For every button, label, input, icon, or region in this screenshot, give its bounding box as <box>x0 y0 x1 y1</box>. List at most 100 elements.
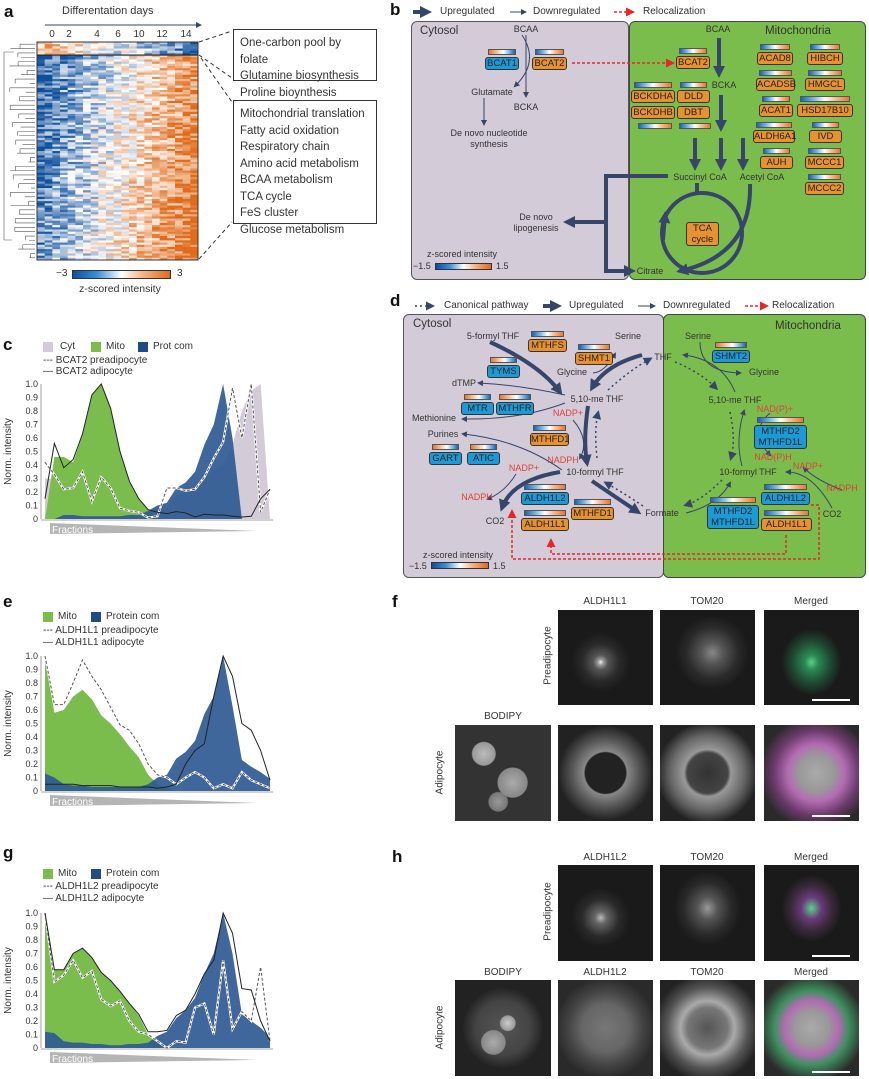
cofactor: NADP+ <box>508 463 540 473</box>
y-tick-label: 0.3 <box>25 474 38 484</box>
y-tick-label: 0.6 <box>25 433 38 443</box>
gene-dld: DLD <box>677 82 710 103</box>
channel-header: ALDH1L2 <box>583 967 627 978</box>
term: Respiratory chain <box>240 141 330 153</box>
legend-label: Mito <box>58 868 77 879</box>
channel-header: TOM20 <box>690 852 724 863</box>
metabolite-citrate: Citrate <box>636 266 664 276</box>
y-tick-label: 1.0 <box>25 908 38 918</box>
term: Glucose metabolism <box>240 223 345 236</box>
colorbar-label: z-scored intensity <box>79 283 161 295</box>
term: Fatty acid oxidation <box>240 124 340 137</box>
cofactor: NAD(P)+ <box>756 404 794 414</box>
colorbar <box>435 263 492 270</box>
term: FeS cluster <box>240 207 299 219</box>
micrograph-bodipy-adipocyte <box>455 725 551 821</box>
micrograph-aldh1l2-adipocyte <box>558 980 653 1076</box>
cofactor: NAD(P)H <box>754 452 792 462</box>
legend-swatch-mito <box>91 342 101 352</box>
y-tick-label: 0 <box>33 514 38 524</box>
micrograph-tom20-adipocyte <box>660 980 755 1076</box>
gene-bcat1: BCAT1 <box>485 49 519 70</box>
legend-label: Protein com <box>106 868 160 879</box>
gene-shmt2: SHMT2 <box>712 342 750 363</box>
panel-label-e: e <box>3 592 13 611</box>
channel-header: ALDH1L1 <box>583 596 627 607</box>
row-label-adipocyte: Adipocyte <box>434 750 446 795</box>
legend-canonical: Canonical pathway <box>444 300 529 311</box>
channel-header: Merged <box>794 596 828 607</box>
metabolite: Glycine <box>556 367 588 377</box>
gene-aldh1l2-cytosol: ALDH1L2 <box>521 484 569 505</box>
row-label-preadipocyte: Preadipocyte <box>542 626 554 685</box>
colorbar-min: −1.5 <box>413 261 431 271</box>
y-tick-label: 0.2 <box>25 759 38 769</box>
legend-swatch-mito <box>43 612 53 622</box>
gene-atic: ATIC <box>467 444 500 465</box>
y-tick-label: 0.8 <box>25 935 38 945</box>
heatmap-cells <box>37 42 199 261</box>
panel-label-b: b <box>390 0 401 19</box>
y-tick-label: 0.6 <box>25 705 38 715</box>
channel-header: Merged <box>794 967 828 978</box>
micrograph-bodipy-adipocyte <box>455 980 551 1076</box>
top-cluster-term-box: One-carbon pool by folate Glutamine bios… <box>233 29 377 99</box>
gene-mccc2: MCCC2 <box>805 174 844 195</box>
micrograph-tom20-preadipocyte <box>660 610 755 705</box>
term: Glutamine biosynthesis <box>240 70 359 82</box>
colorbar-label: z-scored intensity <box>423 550 494 560</box>
y-axis-label: Norm. intensity <box>3 418 14 485</box>
metabolite: Glycine <box>748 367 780 377</box>
metabolite: Serine <box>684 331 712 341</box>
micrograph-tom20-preadipocyte <box>660 865 755 961</box>
panel-label-a: a <box>4 2 14 21</box>
metabolite: 5-formyl THF <box>466 331 520 341</box>
cytosol-label: Cytosol <box>420 25 459 37</box>
y-tick-label: 0.9 <box>25 665 38 675</box>
cofactor: NADPH <box>826 483 858 493</box>
metabolite: Formate <box>645 508 679 518</box>
heatmap-colorbar <box>72 270 171 279</box>
legend-dashed: --- BCAT2 preadipocyte <box>43 355 148 366</box>
channel-header: ALDH1L2 <box>583 852 627 863</box>
legend-downregulated: Downregulated <box>663 300 731 311</box>
cofactor: NADPH <box>547 455 579 465</box>
y-tick-label: 0.9 <box>25 922 38 932</box>
metabolite: Purines <box>427 429 459 439</box>
y-tick-label: 0.7 <box>25 420 38 430</box>
y-tick-label: 1.0 <box>25 379 38 389</box>
y-tick-label: 0.7 <box>25 949 38 959</box>
metabolite-bcaa: BCAA <box>513 24 539 34</box>
day-label: 6 <box>115 29 121 40</box>
area-mito <box>45 656 270 791</box>
micrograph-merged-adipocyte <box>764 980 859 1076</box>
y-tick-label: 0.5 <box>25 976 38 986</box>
gene-mthfd1: MTHFD1 <box>530 425 570 446</box>
term: Mitochondrial translation <box>240 108 365 120</box>
channel-header: Merged <box>794 852 828 863</box>
metabolite-glutamate: Glutamate <box>471 87 513 97</box>
day-label: 4 <box>94 29 100 40</box>
scale-bar <box>812 1071 850 1073</box>
gene-bckdha: BCKDHA <box>631 82 675 103</box>
line-preadipocyte <box>44 383 271 519</box>
metabolite-acetyl-coa: Acetyl CoA <box>739 172 785 182</box>
scale-bar <box>812 699 850 701</box>
gene-acat1: ACAT1 <box>759 96 793 117</box>
legend-solid: — ALDH1L1 adipocyte <box>43 637 145 648</box>
dendrogram <box>3 43 35 259</box>
gene-mtr: MTR <box>461 394 494 415</box>
gene-bcat2-mito: BCAT2 <box>676 48 710 69</box>
legend-solid: — ALDH1L2 adipocyte <box>43 893 145 904</box>
gene-hibch: HIBCH <box>807 44 843 65</box>
fractions-gradient-wedge <box>50 795 258 806</box>
gene-ivd: IVD <box>809 122 842 143</box>
nucleotide-synthesis-label: De novo nucleotide <box>450 128 528 138</box>
colorbar-max: 3 <box>177 268 183 279</box>
nucleotide-synthesis-label: synthesis <box>470 139 508 149</box>
metabolite: 10-formyl THF <box>566 467 624 477</box>
gene-mccc1: MCCC1 <box>805 148 844 169</box>
